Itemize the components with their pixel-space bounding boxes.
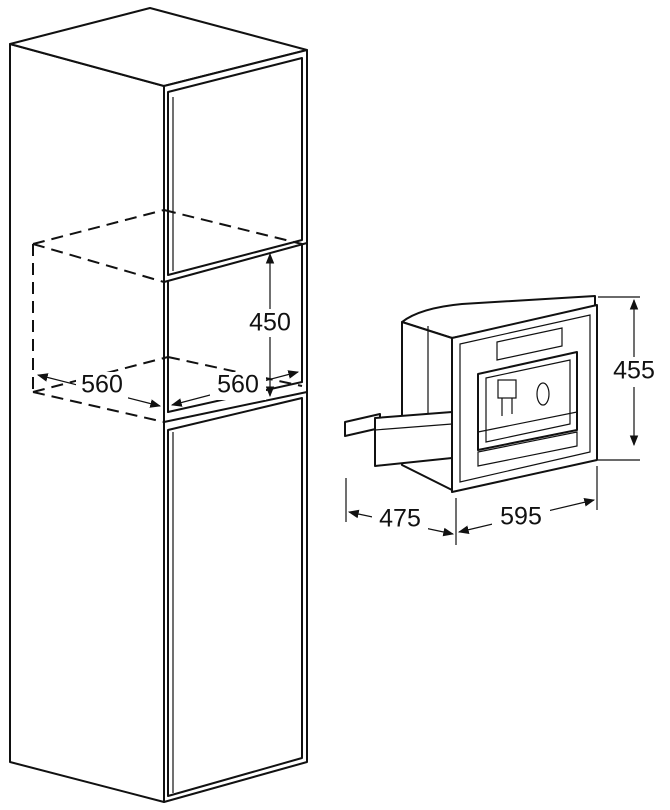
appliance-front-frame (451, 304, 598, 493)
lower-door (167, 397, 303, 797)
cavity-height-label: 450 (249, 309, 291, 337)
cabinet-left-side (9, 43, 165, 803)
appliance-base (374, 411, 453, 467)
cavity-width-label: 560 (81, 371, 123, 399)
appliance-height-label: 455 (613, 357, 655, 385)
upper-door (167, 57, 303, 276)
tall-cabinet (9, 7, 308, 803)
appliance-body-side (401, 321, 453, 491)
cup-icon (536, 382, 550, 406)
built-in-coffee-machine (344, 295, 598, 493)
control-panel-display (496, 327, 563, 361)
coffee-spout (497, 379, 517, 399)
cavity-depth-label: 560 (217, 371, 259, 399)
appliance-dimension-lines (345, 296, 666, 545)
appliance-width-label: 595 (500, 503, 542, 531)
niche-dimension-lines (36, 252, 300, 408)
appliance-depth-label: 475 (379, 505, 421, 533)
